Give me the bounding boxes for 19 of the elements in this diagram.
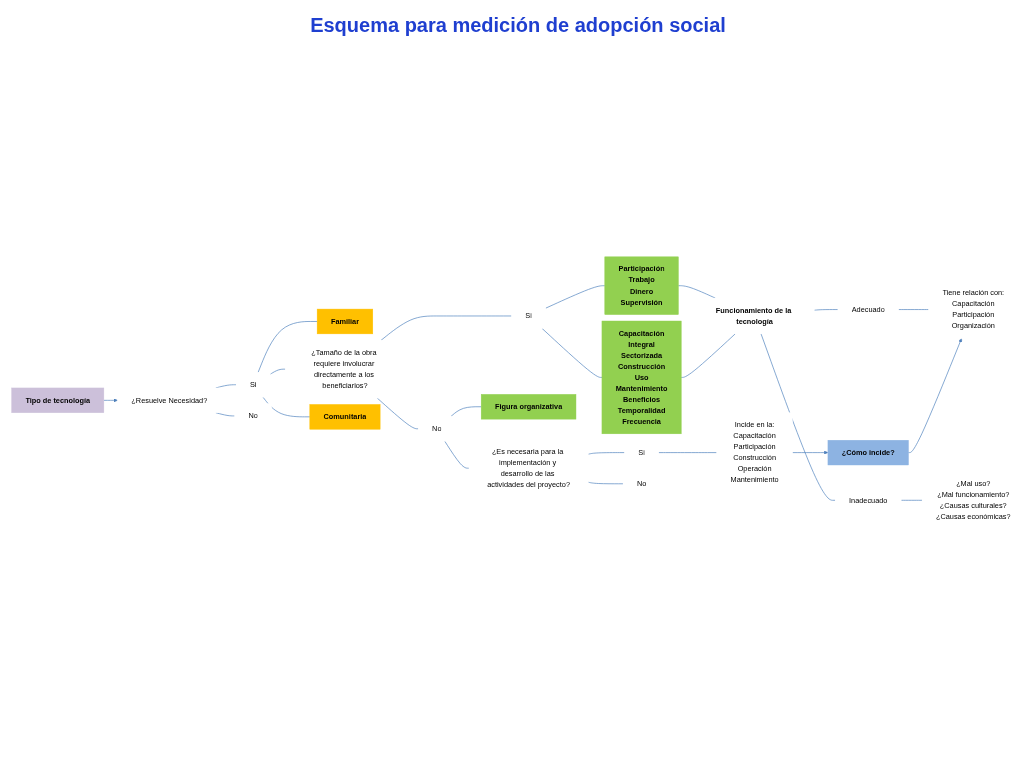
connector [760,333,836,501]
connector [444,440,470,469]
connector [269,368,286,375]
connector [658,452,718,453]
connector [678,285,716,299]
connector [545,285,606,309]
connector [262,396,311,418]
connector [587,481,624,485]
connector [380,315,512,341]
diagram-title: Esquema para medición de adopción social [309,14,727,37]
connector [257,321,318,373]
connector [450,406,482,417]
connector [541,328,603,378]
connector [587,452,625,455]
connector [813,309,839,311]
connector [376,397,419,430]
connector [680,333,736,378]
connector [900,499,923,501]
connector [898,309,929,310]
